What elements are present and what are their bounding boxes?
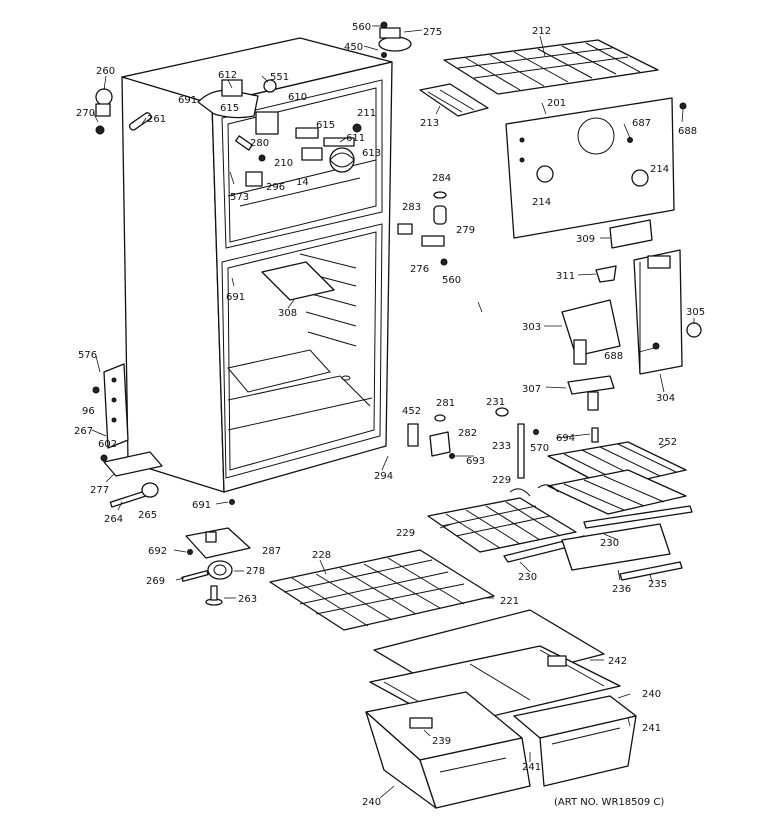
label-277: 277 [90, 485, 109, 496]
label-214-left: 214 [532, 197, 551, 208]
label-229-top: 229 [492, 475, 511, 486]
label-96: 96 [82, 406, 95, 417]
label-294: 294 [374, 471, 393, 482]
label-611: 611 [346, 133, 365, 144]
control-assembly [181, 527, 251, 606]
label-228: 228 [312, 550, 331, 561]
label-221: 221 [500, 596, 519, 607]
label-311: 311 [556, 271, 575, 282]
freezer-controls [95, 21, 412, 187]
part-labels: 560 275 450 212 260 270 612 551 691 615 … [74, 22, 705, 808]
label-308: 308 [278, 308, 297, 319]
label-560-mid: 560 [442, 275, 461, 286]
upper-shelf [419, 39, 659, 117]
label-201: 201 [547, 98, 566, 109]
label-267: 267 [74, 426, 93, 437]
label-691-mid: 691 [226, 292, 245, 303]
label-241-bottom: 241 [522, 762, 541, 773]
label-613: 613 [362, 148, 381, 159]
left-side-parts [92, 363, 235, 508]
label-275-top: 275 [423, 27, 442, 38]
label-307: 307 [522, 384, 541, 395]
label-296: 296 [266, 182, 285, 193]
label-233: 233 [492, 441, 511, 452]
label-214-right: 214 [650, 164, 669, 175]
label-560-top: 560 [352, 22, 371, 33]
label-283: 283 [402, 202, 421, 213]
label-264: 264 [104, 514, 123, 525]
label-211: 211 [357, 108, 376, 119]
label-276: 276 [410, 264, 429, 275]
label-304: 304 [656, 393, 675, 404]
label-212: 212 [532, 26, 551, 37]
label-692: 692 [148, 546, 167, 557]
label-236: 236 [612, 584, 631, 595]
label-573: 573 [230, 192, 249, 203]
shelf-228 [269, 549, 495, 631]
label-230-right: 230 [600, 538, 619, 549]
label-14: 14 [296, 177, 309, 188]
label-231: 231 [486, 397, 505, 408]
label-693: 693 [466, 456, 485, 467]
freezer-divider-panel [505, 97, 687, 249]
label-240-bottom: 240 [362, 797, 381, 808]
label-239: 239 [432, 736, 451, 747]
label-303: 303 [522, 322, 541, 333]
label-252: 252 [658, 437, 677, 448]
leader-lines [91, 25, 695, 799]
label-261: 261 [147, 114, 166, 125]
label-284: 284 [432, 173, 451, 184]
label-281: 281 [436, 398, 455, 409]
label-570: 570 [530, 443, 549, 454]
label-240-right: 240 [642, 689, 661, 700]
label-260: 260 [96, 66, 115, 77]
freezer-shelf-308 [261, 261, 335, 301]
label-450: 450 [344, 42, 363, 53]
label-213: 213 [420, 118, 439, 129]
label-687: 687 [632, 118, 651, 129]
label-688-top: 688 [678, 126, 697, 137]
label-602: 602 [98, 439, 117, 450]
label-452: 452 [402, 406, 421, 417]
label-210: 210 [274, 158, 293, 169]
label-265: 265 [138, 510, 157, 521]
label-270: 270 [76, 108, 95, 119]
label-691-bottom: 691 [192, 500, 211, 511]
damper-parts [397, 191, 448, 266]
label-263: 263 [238, 594, 257, 605]
label-230-bottom: 230 [518, 572, 537, 583]
art-number: (ART NO. WR18509 C) [554, 797, 664, 808]
label-615-top: 615 [220, 103, 239, 114]
label-305: 305 [686, 307, 705, 318]
label-576: 576 [78, 350, 97, 361]
label-229-left: 229 [396, 528, 415, 539]
label-280: 280 [250, 138, 269, 149]
crisper-assembly [365, 609, 637, 809]
label-282: 282 [458, 428, 477, 439]
label-610: 610 [288, 92, 307, 103]
label-688-mid: 688 [604, 351, 623, 362]
label-279: 279 [456, 225, 475, 236]
label-612: 612 [218, 70, 237, 81]
label-691-top: 691 [178, 95, 197, 106]
label-278: 278 [246, 566, 265, 577]
air-duct-assembly [561, 249, 702, 411]
label-615-mid: 615 [316, 120, 335, 131]
drawer-236 [561, 523, 683, 581]
label-694: 694 [556, 433, 575, 444]
label-241-right: 241 [642, 723, 661, 734]
shelf-252 [547, 441, 687, 515]
label-287: 287 [262, 546, 281, 557]
label-235: 235 [648, 579, 667, 590]
label-242: 242 [608, 656, 627, 667]
label-269: 269 [146, 576, 165, 587]
label-309: 309 [576, 234, 595, 245]
label-551: 551 [270, 72, 289, 83]
